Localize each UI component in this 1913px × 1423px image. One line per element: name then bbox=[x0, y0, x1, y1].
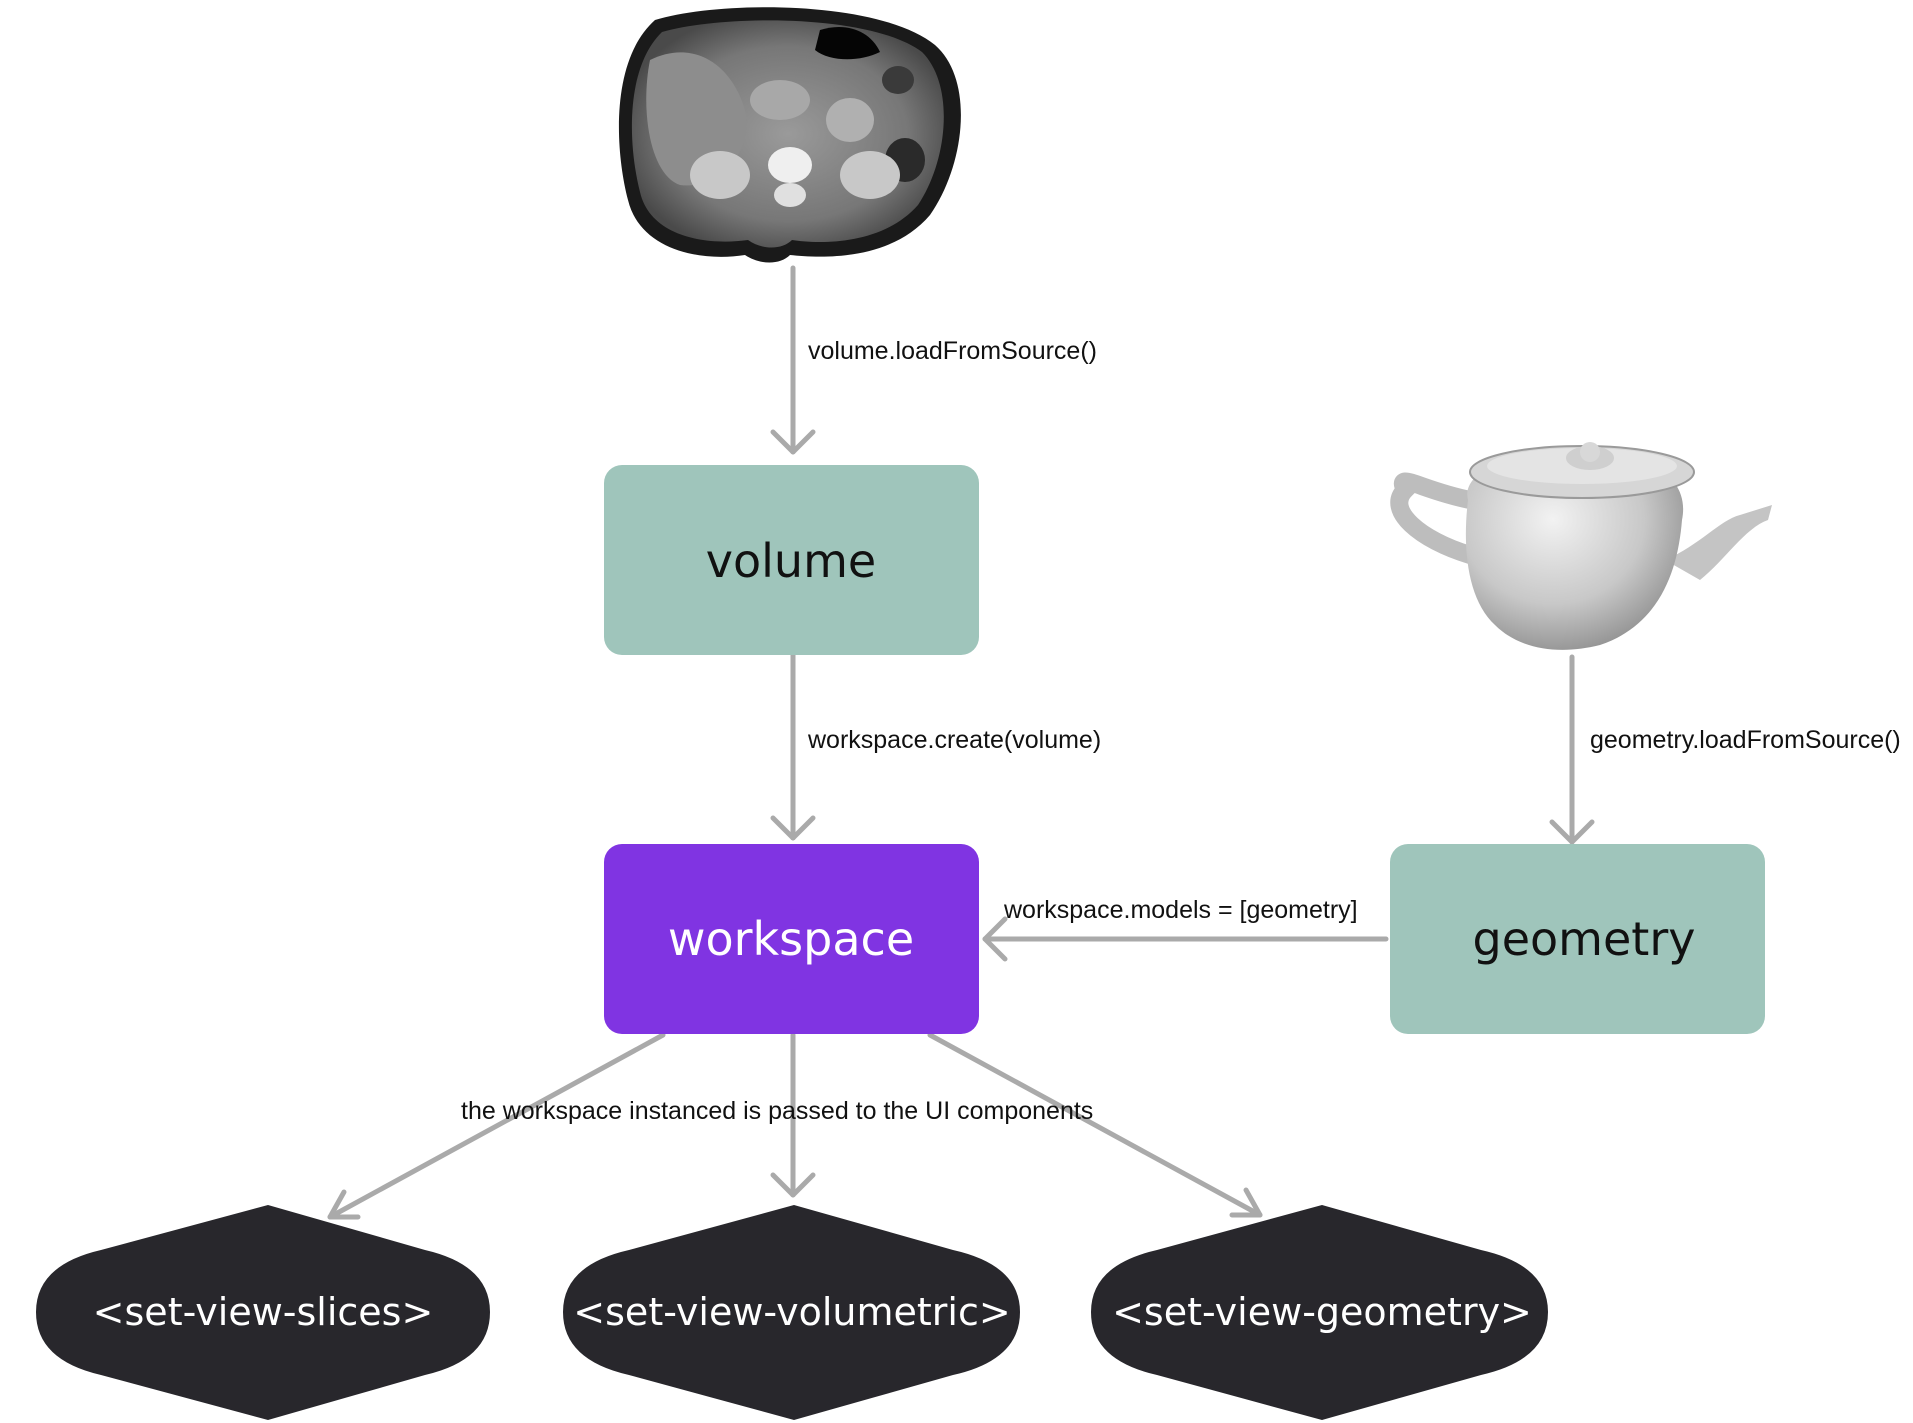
ct-scan-image bbox=[618, 7, 961, 263]
component-label-volumetric: <set-view-volumetric> bbox=[573, 1290, 1010, 1334]
component-set-view-geometry: <set-view-geometry> bbox=[1091, 1205, 1548, 1420]
component-label-slices: <set-view-slices> bbox=[93, 1290, 434, 1334]
workspace-node-label: workspace bbox=[668, 912, 914, 966]
edge-label-workspace-models: workspace.models = [geometry] bbox=[1003, 896, 1358, 924]
geometry-node: geometry bbox=[1390, 844, 1765, 1034]
edge-label-geometry-load: geometry.loadFromSource() bbox=[1590, 726, 1901, 754]
connectors bbox=[327, 265, 1595, 1220]
component-set-view-slices: <set-view-slices> bbox=[36, 1205, 490, 1420]
component-label-geometry: <set-view-geometry> bbox=[1112, 1290, 1532, 1334]
teapot-image bbox=[1390, 442, 1772, 650]
volume-node: volume bbox=[604, 465, 979, 655]
edge-label-ui-components: the workspace instanced is passed to the… bbox=[461, 1097, 1093, 1125]
edge-label-workspace-create: workspace.create(volume) bbox=[807, 726, 1101, 754]
workspace-node: workspace bbox=[604, 844, 979, 1034]
geometry-node-label: geometry bbox=[1473, 912, 1696, 966]
volume-node-label: volume bbox=[706, 534, 876, 588]
edge-label-volume-load: volume.loadFromSource() bbox=[808, 337, 1097, 365]
component-set-view-volumetric: <set-view-volumetric> bbox=[563, 1205, 1020, 1420]
